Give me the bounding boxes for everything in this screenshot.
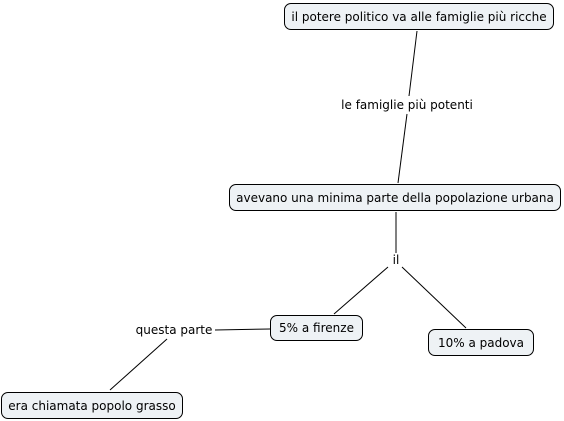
concept-node-padova[interactable]: 10% a padova xyxy=(428,329,534,356)
link-label-il[interactable]: il xyxy=(390,253,402,267)
link-label-questa-parte[interactable]: questa parte xyxy=(133,323,215,337)
concept-node-label: 10% a padova xyxy=(437,335,525,350)
link-label-powerful-families[interactable]: le famiglie più potenti xyxy=(339,98,475,112)
connector-n1-to-l1 xyxy=(408,30,418,97)
concept-node-label: avevano una minima parte della popolazio… xyxy=(236,190,554,205)
concept-node-urban-population[interactable]: avevano una minima parte della popolazio… xyxy=(229,184,561,211)
concept-node-label: 5% a firenze xyxy=(279,321,354,335)
connector-l1-to-n2 xyxy=(397,113,408,184)
concept-node-popolo-grasso[interactable]: era chiamata popolo grasso xyxy=(1,392,183,419)
concept-node-label: era chiamata popolo grasso xyxy=(8,398,176,413)
concept-node-label: il potere politico va alle famiglie più … xyxy=(291,9,547,24)
concept-node-political-power[interactable]: il potere politico va alle famiglie più … xyxy=(284,3,554,30)
connector-n3-to-l3 xyxy=(214,328,271,331)
connector-l2-to-n4 xyxy=(401,266,467,329)
connector-l3-to-n5 xyxy=(109,338,168,391)
connector-l2-to-n3 xyxy=(333,266,389,315)
concept-node-firenze[interactable]: 5% a firenze xyxy=(270,315,363,341)
